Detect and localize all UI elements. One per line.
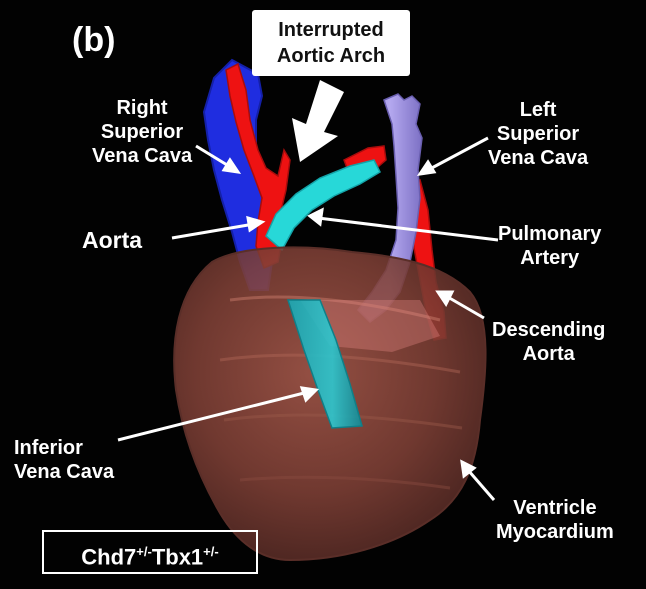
left-svc-label: Left Superior Vena Cava	[488, 98, 588, 170]
aorta-label: Aorta	[82, 226, 142, 254]
genotype-label: Chd7+/-Tbx1+/-	[42, 530, 258, 574]
pulmonary-artery-label: Pulmonary Artery	[498, 222, 601, 270]
interrupted-aortic-arch-label: Interrupted Aortic Arch	[252, 10, 410, 76]
left-svc-pointer	[428, 138, 488, 170]
panel-letter: (b)	[72, 20, 115, 60]
title-line-2: Aortic Arch	[252, 43, 410, 69]
descending-aorta-label: Descending Aorta	[492, 318, 605, 366]
ventricle-myocardium-label: Ventricle Myocardium	[496, 496, 614, 544]
title-line-1: Interrupted	[252, 17, 410, 43]
myocardium-pointer	[468, 470, 494, 500]
right-svc-label: Right Superior Vena Cava	[92, 96, 192, 168]
inferior-vena-cava-label: Inferior Vena Cava	[14, 436, 114, 484]
arch-indicator-arrow	[292, 80, 344, 162]
